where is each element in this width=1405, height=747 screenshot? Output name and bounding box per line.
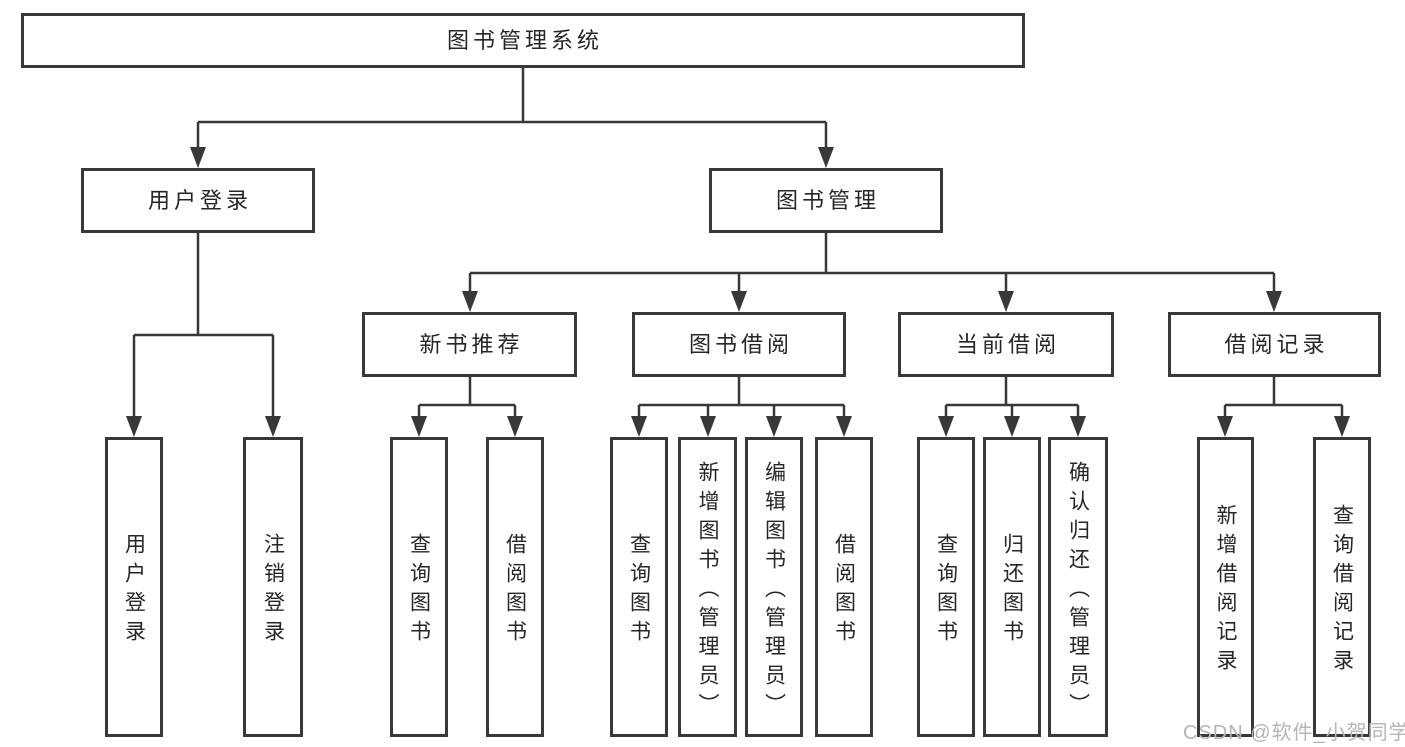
leaf-label: 查询借阅记录 xyxy=(1330,504,1354,678)
node-borrow-records: 借阅记录 xyxy=(1168,312,1381,377)
leaf-label: 用户登录 xyxy=(122,533,146,649)
leaf-user-login: 用户登录 xyxy=(105,437,163,737)
node-user-login: 用户登录 xyxy=(81,168,315,233)
arrowhead xyxy=(462,291,478,312)
leaf-add-books-admin: 新增图书（管理员） xyxy=(678,437,737,737)
leaf-label: 注销登录 xyxy=(261,533,285,649)
leaf-label: 新增借阅记录 xyxy=(1214,504,1237,678)
leaf-borrow-books: 借阅图书 xyxy=(815,437,873,737)
arrowhead xyxy=(1334,416,1350,437)
leaf-label: 归还图书 xyxy=(1000,533,1024,649)
arrowhead xyxy=(631,416,647,437)
leaf-borrow-books-recommend: 借阅图书 xyxy=(486,437,544,737)
arrowhead xyxy=(818,147,834,168)
arrowhead xyxy=(1070,416,1086,437)
node-label: 新书推荐 xyxy=(419,331,524,357)
node-book-borrow: 图书借阅 xyxy=(632,312,846,377)
leaf-label: 借阅图书 xyxy=(832,533,856,649)
arrowhead xyxy=(1266,291,1282,312)
arrowhead xyxy=(766,416,782,437)
node-label: 图书借阅 xyxy=(688,331,793,357)
leaf-query-books-current: 查询图书 xyxy=(917,437,975,737)
arrowhead xyxy=(1217,416,1233,437)
leaf-label: 查询图书 xyxy=(934,533,958,649)
leaf-label: 查询图书 xyxy=(407,533,431,649)
arrowhead xyxy=(126,416,142,437)
arrowhead xyxy=(700,416,716,437)
arrowhead xyxy=(731,291,747,312)
node-label: 借阅记录 xyxy=(1224,331,1329,357)
leaf-edit-books-admin: 编辑图书（管理员） xyxy=(745,437,803,737)
arrowhead xyxy=(507,416,523,437)
arrowhead xyxy=(190,147,206,168)
node-book-management: 图书管理 xyxy=(709,168,943,233)
node-label: 用户登录 xyxy=(147,187,252,213)
node-new-book-recommend: 新书推荐 xyxy=(362,312,577,377)
node-label: 图书管理系统 xyxy=(446,27,603,53)
leaf-query-books-recommend: 查询图书 xyxy=(390,437,448,737)
leaf-return-books: 归还图书 xyxy=(983,437,1041,737)
node-current-borrow: 当前借阅 xyxy=(898,312,1114,377)
leaf-query-borrow-record: 查询借阅记录 xyxy=(1313,437,1371,737)
leaf-add-borrow-record: 新增借阅记录 xyxy=(1197,437,1254,737)
leaf-label: 查询图书 xyxy=(627,533,651,649)
leaf-query-books-borrow: 查询图书 xyxy=(610,437,668,737)
arrowhead xyxy=(836,416,852,437)
leaf-confirm-return-admin: 确认归还（管理员） xyxy=(1048,437,1108,737)
arrowhead xyxy=(1004,416,1020,437)
csdn-watermark: CSDN @软件_小贺同学 xyxy=(1183,722,1405,744)
leaf-label: 新增图书（管理员） xyxy=(696,460,719,722)
arrowhead xyxy=(411,416,427,437)
arrowhead xyxy=(265,416,281,437)
leaf-label: 借阅图书 xyxy=(503,533,527,649)
node-root-system: 图书管理系统 xyxy=(21,13,1025,68)
arrowhead xyxy=(938,416,954,437)
arrowhead xyxy=(998,291,1014,312)
node-label: 当前借阅 xyxy=(955,331,1060,357)
leaf-label: 编辑图书（管理员） xyxy=(762,460,786,722)
leaf-logout: 注销登录 xyxy=(243,437,303,737)
leaf-label: 确认归还（管理员） xyxy=(1066,460,1090,722)
node-label: 图书管理 xyxy=(775,187,880,213)
